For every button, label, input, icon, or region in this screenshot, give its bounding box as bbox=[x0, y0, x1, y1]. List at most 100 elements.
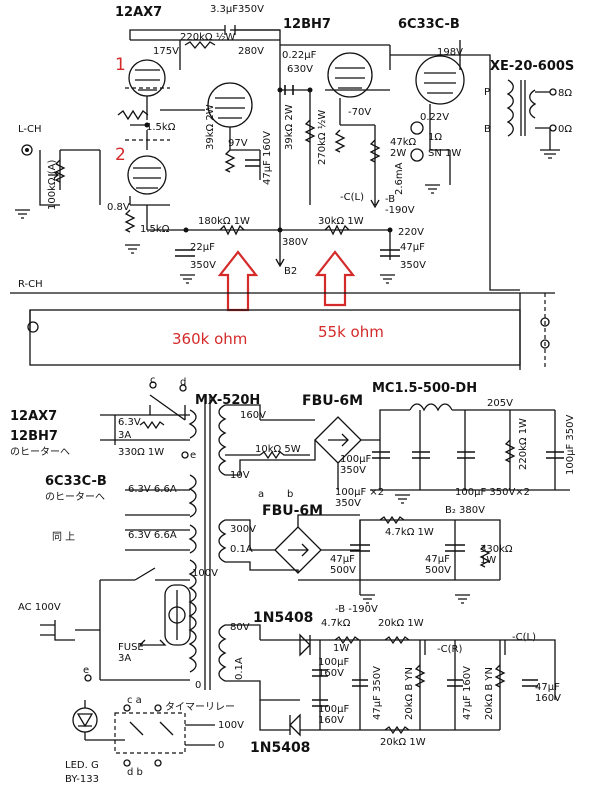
resistor-39k-2w bbox=[224, 149, 236, 173]
labels: 12AX7 12BH7 6C33C-B XE-20-600S 3.3μF350V… bbox=[10, 4, 576, 785]
label-amp-v08: 0.8V bbox=[107, 202, 130, 213]
resistor-39k bbox=[304, 119, 316, 143]
label-psu-r330: 330Ω 1W bbox=[118, 447, 164, 458]
tube-6c33c-b bbox=[415, 55, 465, 105]
label-amp-cap-22u-b: 350V bbox=[190, 260, 216, 271]
label-psu-b: b bbox=[287, 489, 293, 500]
label-amp-cap-coupling-b: 630V bbox=[287, 64, 313, 75]
label-psu-b2-380: B₂ 380V bbox=[445, 505, 485, 516]
label-amp-v175: 175V bbox=[153, 46, 179, 57]
label-amp-b2: B2 bbox=[284, 266, 297, 277]
resistor-270k bbox=[334, 129, 346, 153]
label-psu-cR: -C(R) bbox=[437, 644, 462, 655]
rch-box bbox=[10, 292, 555, 370]
label-psu-d1: 1N5408 bbox=[253, 610, 313, 626]
cap-47u-160v bbox=[245, 159, 260, 167]
label-psu-heater-12bh7: 12BH7 bbox=[10, 429, 58, 444]
input-jack-lch bbox=[21, 144, 33, 156]
output-transformer-primary bbox=[506, 79, 514, 137]
tube-label-12ax7: 12AX7 bbox=[115, 5, 162, 20]
annotation-55k: 55k ohm bbox=[318, 323, 384, 341]
label-psu-timer: タイマーリレー bbox=[165, 701, 235, 713]
resistor-30k bbox=[324, 224, 350, 236]
label-psu-v100b: 100V bbox=[218, 720, 244, 731]
choke-mc15 bbox=[409, 403, 453, 412]
coupling-cap-022u bbox=[284, 85, 294, 95]
label-psu-v63: 6.3V bbox=[118, 417, 141, 428]
label-psu-d: d bbox=[180, 377, 186, 388]
label-amp-cap-coupling-a: 0.22μF bbox=[282, 50, 317, 61]
cap-47u bbox=[380, 249, 400, 257]
label-psu-same: 同 上 bbox=[52, 531, 75, 543]
label-amp-cap-22u-a: 22μF bbox=[190, 242, 215, 253]
label-amp-v280: 280V bbox=[238, 46, 264, 57]
label-psu-h2: 6.3V 6.6A bbox=[128, 530, 177, 541]
label-psu-v0b: 0 bbox=[218, 740, 224, 751]
label-psu-r47k1w: 4.7kΩ 1W bbox=[385, 527, 434, 538]
label-amp-r-39k-2w-b: 39kΩ 2W bbox=[284, 104, 295, 150]
marker-1: 1 bbox=[115, 55, 126, 75]
label-amp-lch: L-CH bbox=[18, 124, 42, 135]
label-amp-r-180k: 180kΩ 1W bbox=[198, 216, 250, 227]
label-psu-h1: 6.3V 6.6A bbox=[128, 484, 177, 495]
label-psu-fbu2: FBU-6M bbox=[262, 503, 323, 519]
label-psu-by133: BY-133 bbox=[65, 774, 99, 785]
label-amp-v380: 380V bbox=[282, 237, 308, 248]
label-amp-bneg190: -B-190V bbox=[385, 194, 415, 216]
label-psu-fbu1: FBU-6M bbox=[302, 393, 363, 409]
label-amp-r-30k: 30kΩ 1W bbox=[318, 216, 364, 227]
label-psu-a3: 3A bbox=[118, 430, 131, 441]
label-psu-d2: 1N5408 bbox=[250, 740, 310, 756]
label-psu-v100: 100V bbox=[192, 568, 218, 579]
label-amp-ma: 2.6mA bbox=[394, 162, 405, 195]
annotation-360k: 360k ohm bbox=[172, 330, 247, 348]
label-psu-r20k1w: 20kΩ 1W bbox=[378, 618, 424, 629]
resistor-1k5-low bbox=[124, 209, 136, 233]
label-psu-a: a bbox=[258, 489, 264, 500]
label-psu-r220k: 220kΩ 1W bbox=[518, 418, 529, 470]
power-supply-section bbox=[40, 381, 570, 767]
label-psu-r47k1wb: 4.7kΩ bbox=[321, 618, 351, 629]
label-psu-choke: MC1.5-500-DH bbox=[372, 381, 477, 396]
amplifier-section bbox=[15, 25, 560, 312]
marker-2: 2 bbox=[115, 145, 126, 165]
label-psu-r10k5w: 10kΩ 5W bbox=[255, 444, 301, 455]
tube-label-12bh7: 12BH7 bbox=[283, 17, 331, 32]
volume-pot bbox=[54, 159, 66, 183]
label-psu-v0: 0 bbox=[195, 680, 201, 691]
resistor-220k bbox=[184, 40, 216, 50]
label-amp-vol: 100kΩ (A) bbox=[47, 160, 58, 210]
led-green bbox=[72, 707, 98, 733]
ac-plug bbox=[40, 620, 75, 641]
label-psu-a01b: 0.1A bbox=[234, 657, 245, 680]
tube-label-6c33c: 6C33C-B bbox=[398, 17, 460, 32]
label-psu-mx: MX-520H bbox=[195, 393, 260, 408]
label-psu-e2: e bbox=[83, 665, 89, 676]
label-amp-v97: 97V bbox=[228, 138, 248, 149]
label-amp-vneg70: -70V bbox=[348, 107, 371, 118]
resistor-180k bbox=[219, 224, 245, 236]
power-transformer-core bbox=[204, 395, 211, 690]
label-psu-ca: c a bbox=[127, 695, 142, 706]
annotation-arrow-360k bbox=[217, 250, 259, 312]
cap-22u bbox=[175, 249, 195, 257]
label-amp-out0: 0Ω bbox=[558, 124, 572, 135]
output-transformer-label: XE-20-600S bbox=[490, 59, 574, 74]
label-psu-cap-100u350x2: 100μF 350V×2 bbox=[455, 487, 530, 498]
label-psu-c: c bbox=[150, 375, 156, 386]
label-amp-v220: 220V bbox=[398, 227, 424, 238]
label-amp-r-39k-2w: 39kΩ 2W bbox=[205, 104, 216, 150]
label-psu-v160: 160V bbox=[240, 410, 266, 421]
label-psu-heater-6c33-note: のヒーターへ bbox=[45, 491, 105, 503]
label-amp-r-1ohm: 1Ω bbox=[428, 132, 442, 143]
label-psu-r20kbyn: 20kΩ B YN bbox=[404, 667, 415, 720]
label-psu-a01: 0.1A bbox=[230, 544, 253, 555]
label-psu-cL: -C(L) bbox=[512, 632, 536, 643]
